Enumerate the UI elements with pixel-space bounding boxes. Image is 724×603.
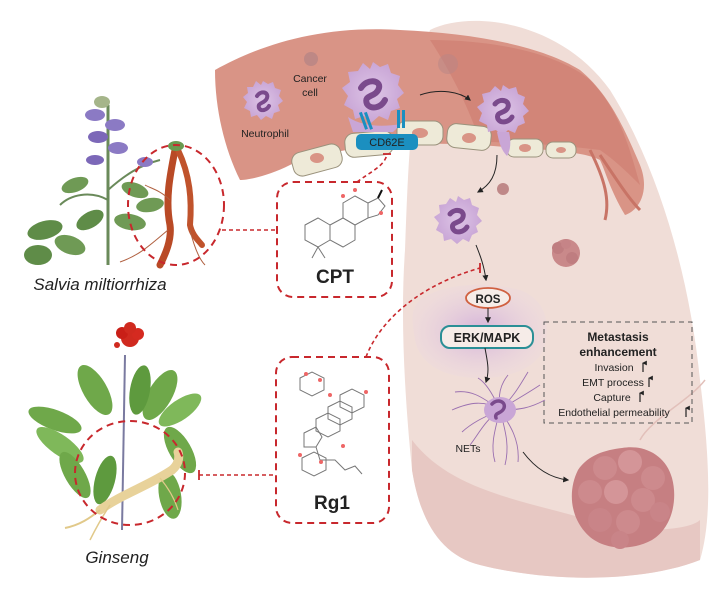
- ros-label: ROS: [476, 294, 501, 306]
- metastasis-enhancement-box: Metastasis enhancement Invasion EMT proc…: [543, 321, 693, 424]
- inhibition-bars: [198, 153, 481, 480]
- metastatic-tumor: [571, 447, 675, 549]
- neutrophil-transmigrating: [477, 85, 529, 156]
- neutrophil-extravasated: [434, 196, 482, 244]
- rg1-oxygen: [298, 453, 302, 457]
- endothelial-cell: [291, 143, 343, 177]
- ros-node: ROS: [465, 287, 511, 309]
- effect-capture: Capture: [593, 392, 631, 404]
- cd62e-receptor: CD62E: [356, 110, 418, 150]
- cancer-cell-label-line1: Cancer: [293, 73, 327, 85]
- salvia-plant-illustration: [24, 96, 164, 265]
- cd62e-label: CD62E: [369, 137, 404, 149]
- erk-mapk-node: ERK/MAPK: [440, 325, 534, 349]
- neutrophil-free: [243, 81, 283, 120]
- cpt-label: CPT: [316, 267, 354, 288]
- vessel-branch: [598, 154, 642, 212]
- rg1-structure: [299, 371, 365, 477]
- receptor-stalk: [402, 110, 405, 128]
- arrow-rolling: [419, 90, 471, 101]
- nets-label: NETs: [455, 443, 480, 455]
- circulating-cell: [304, 52, 318, 66]
- ginseng-root-highlight: [74, 420, 186, 526]
- erk-mapk-label: ERK/MAPK: [454, 331, 521, 345]
- rg1-oxygen: [364, 390, 368, 394]
- metastasis-title-line1: Metastasis: [587, 330, 649, 344]
- rg1-oxygen: [328, 393, 332, 397]
- nets-core: [484, 397, 516, 423]
- vessel-branch: [588, 149, 609, 221]
- metastasis-title-line2: enhancement: [579, 345, 656, 359]
- rg1-oxygen: [341, 444, 345, 448]
- rg1-compound-box: Rg1: [275, 356, 390, 524]
- cancer-cell-label-line2: cell: [302, 87, 318, 99]
- circulating-cell: [438, 54, 458, 74]
- effect-permeability: Endothelial permeability: [558, 407, 670, 419]
- lung-fissure: [639, 379, 706, 441]
- rg1-oxygen: [319, 460, 323, 464]
- micro-metastasis: [552, 239, 580, 267]
- endothelial-cell: [506, 138, 544, 158]
- cpt-compound-box: CPT: [276, 181, 393, 298]
- endothelial-cell: [446, 123, 492, 151]
- arrow-to-ros: [475, 244, 489, 282]
- salvia-label: Salvia miltiorrhiza: [33, 275, 166, 294]
- cpt-oxygen: [353, 188, 357, 192]
- endothelial-cell: [545, 141, 577, 159]
- ginseng-label: Ginseng: [85, 548, 149, 567]
- ginseng-plant-illustration: [28, 322, 202, 531]
- ginseng-root-illustration: [64, 447, 184, 541]
- vessel-right-dark: [430, 40, 640, 185]
- connectors: [199, 153, 481, 476]
- neutrophil-label: Neutrophil: [241, 128, 289, 140]
- effect-invasion: Invasion: [594, 362, 633, 374]
- arrow-nets-to-tumor: [522, 451, 570, 483]
- cpt-oxygen: [341, 194, 345, 198]
- receptor-stalk: [397, 110, 400, 128]
- circulating-cell: [497, 183, 509, 195]
- salvia-root-highlight: [127, 144, 225, 266]
- rg1-label: Rg1: [314, 493, 350, 514]
- rg1-oxygen: [318, 378, 322, 382]
- arrow-erk-to-nets: [484, 347, 491, 384]
- cd62e-badge: [356, 134, 418, 150]
- effect-emt: EMT process: [582, 377, 644, 389]
- cpt-to-cd62e-inhibition: [356, 153, 388, 183]
- arrow-extravasation: [476, 154, 498, 193]
- cpt-structure: [304, 189, 386, 259]
- rg1-to-ros-inhibition: [365, 267, 481, 358]
- receptor-stalk: [363, 111, 373, 130]
- receptor-stalk: [358, 111, 368, 130]
- cpt-oxygen: [379, 211, 383, 215]
- neutrophil-adhering: [342, 62, 404, 132]
- rg1-oxygen: [304, 372, 308, 376]
